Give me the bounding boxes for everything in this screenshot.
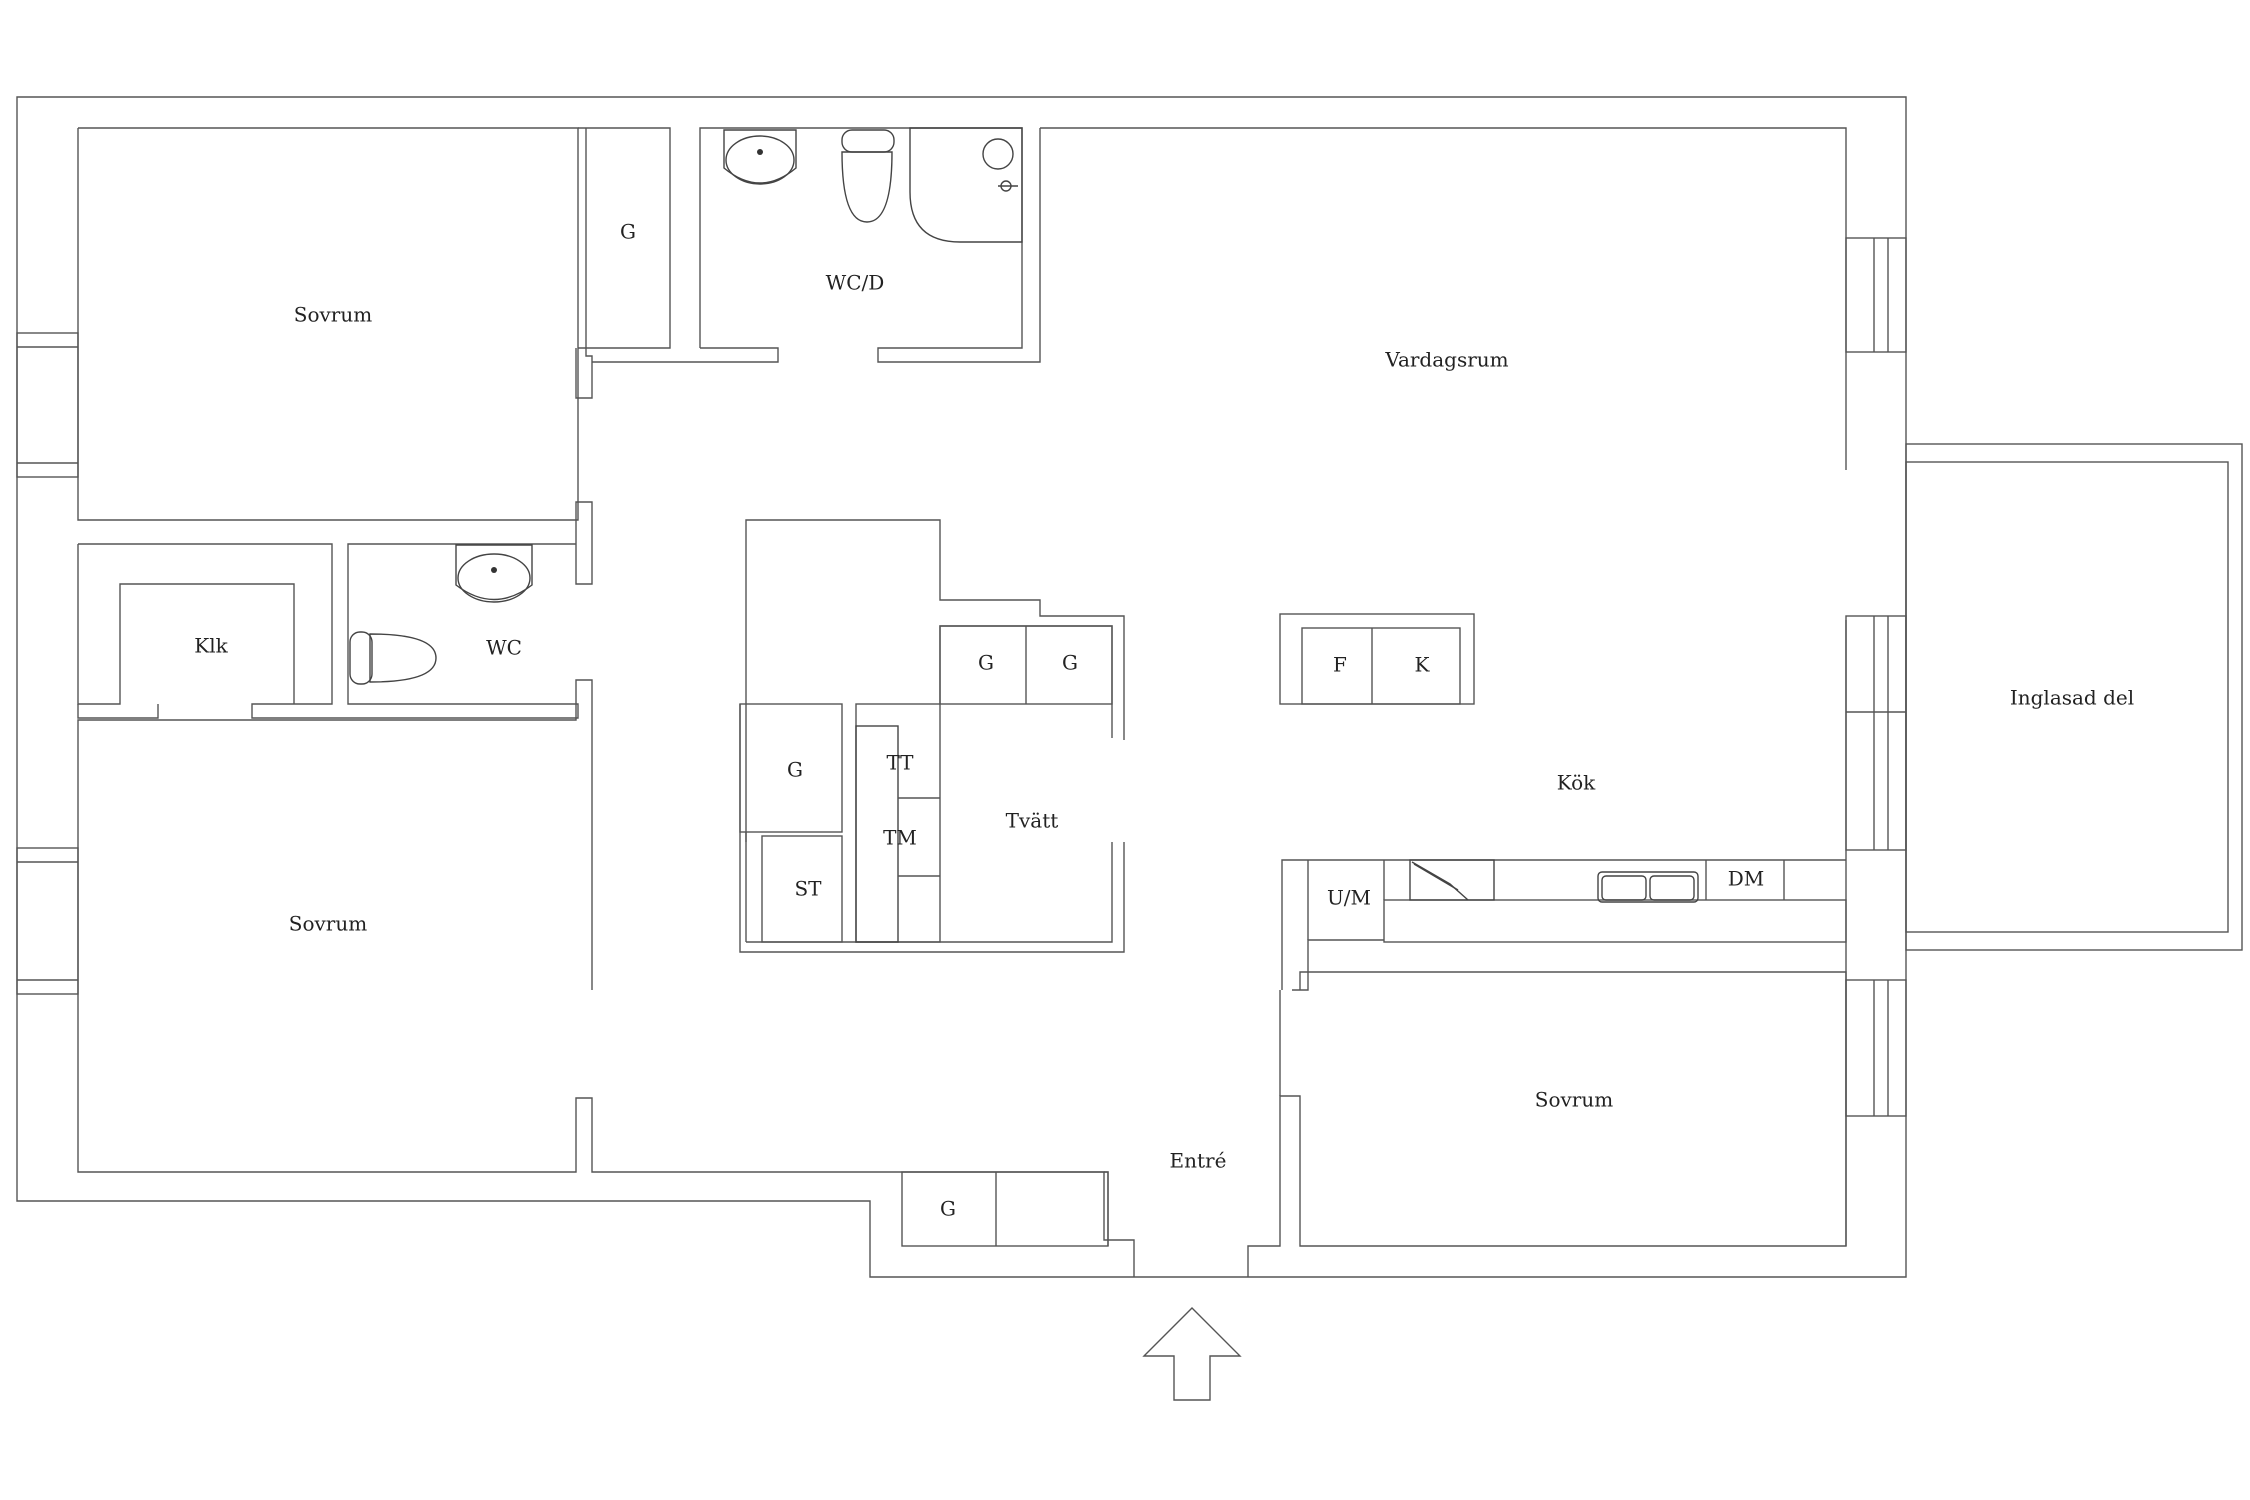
windows bbox=[16, 237, 1907, 1117]
fixture-label-f: F bbox=[1333, 653, 1347, 677]
room-label-sovrum-right: Sovrum bbox=[1535, 1088, 1613, 1112]
fixture-label-tt: TT bbox=[886, 751, 914, 775]
fixture-label-g-laundry-3: G bbox=[787, 758, 803, 782]
window-right-bottom bbox=[1845, 979, 1907, 1117]
glazed-balcony bbox=[1905, 443, 2243, 951]
bedroom-right-walls bbox=[1279, 971, 1847, 1246]
outer-walls bbox=[16, 96, 1907, 1278]
toilet-wcd bbox=[841, 151, 893, 223]
room-label-entre: Entré bbox=[1170, 1149, 1227, 1173]
laundry-block bbox=[739, 519, 1125, 953]
room-label-kok: Kök bbox=[1557, 771, 1596, 795]
kitchen-sink bbox=[1597, 871, 1699, 903]
window-right-top bbox=[1845, 237, 1907, 353]
toilet-wc bbox=[369, 633, 437, 683]
room-label-klk: Klk bbox=[194, 634, 228, 658]
fixture-label-k: K bbox=[1415, 653, 1431, 677]
fixture-label-st: ST bbox=[794, 877, 822, 901]
fixture-label-g-entry: G bbox=[940, 1197, 956, 1221]
kitchen bbox=[1279, 613, 1847, 991]
stove bbox=[1409, 859, 1495, 901]
sink-wcd bbox=[725, 135, 795, 185]
room-label-sovrum-top: Sovrum bbox=[294, 303, 372, 327]
fixture-label-g-laundry-2: G bbox=[1062, 651, 1078, 675]
fixture-label-g-top: G bbox=[620, 220, 636, 244]
bathroom-wcd bbox=[699, 127, 1041, 363]
fixture-label-um: U/M bbox=[1327, 886, 1371, 910]
cabinet-st bbox=[761, 835, 843, 943]
entrance-arrow bbox=[1142, 1307, 1242, 1401]
shower bbox=[909, 127, 1023, 243]
room-label-wc: WC bbox=[486, 636, 522, 660]
window-right-mid bbox=[1845, 615, 1907, 851]
room-label-vardagsrum: Vardagsrum bbox=[1384, 348, 1508, 372]
fixture-label-tm: TM bbox=[883, 826, 917, 850]
entry-wardrobe bbox=[901, 1171, 1109, 1247]
room-label-inglasad: Inglasad del bbox=[2010, 686, 2134, 710]
window-bottom-left bbox=[16, 847, 79, 995]
sink-wc bbox=[457, 553, 531, 603]
wc-block bbox=[77, 501, 593, 719]
wardrobe-top bbox=[575, 127, 779, 399]
room-label-tvatt: Tvätt bbox=[1006, 809, 1059, 833]
counter bbox=[1383, 899, 1847, 943]
room-label-sovrum-left: Sovrum bbox=[289, 912, 367, 936]
window-top-left bbox=[16, 332, 79, 478]
cabinet-g-laundry bbox=[739, 703, 843, 833]
fixture-label-dm: DM bbox=[1728, 867, 1765, 891]
room-label-wcd: WC/D bbox=[826, 271, 885, 295]
fixture-label-g-laundry-1: G bbox=[978, 651, 994, 675]
